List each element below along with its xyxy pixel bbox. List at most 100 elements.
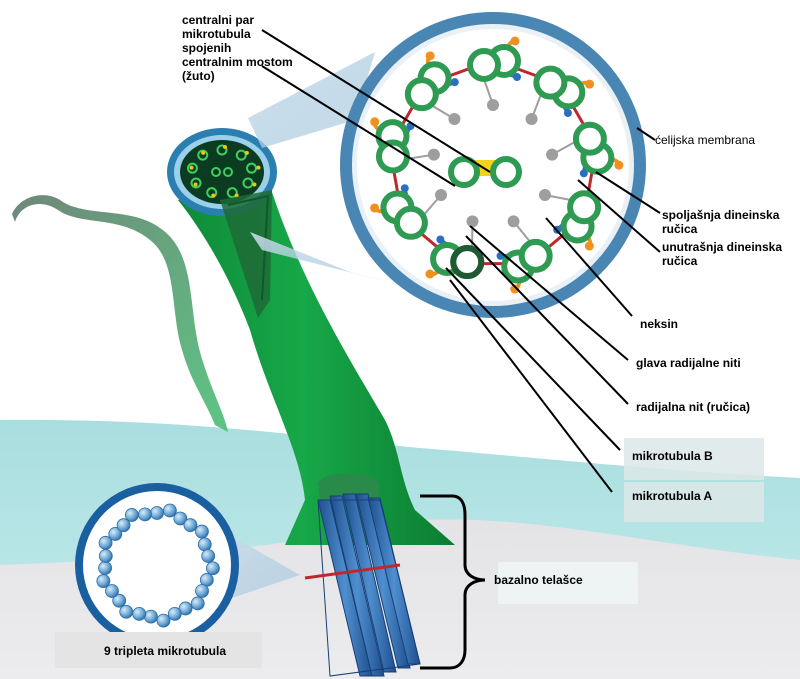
triplet-microtubule bbox=[178, 601, 193, 616]
mini-doublet bbox=[226, 187, 238, 199]
radial-spoke-head bbox=[466, 215, 479, 228]
mini-central-right bbox=[223, 167, 233, 177]
triplet-microtubule bbox=[163, 503, 177, 518]
basal-microtubule bbox=[355, 493, 411, 669]
axoneme-cross-section bbox=[340, 12, 646, 318]
triplet-microtubule bbox=[96, 574, 111, 588]
triplet-microtubule bbox=[138, 507, 152, 522]
basal-body-outline bbox=[317, 499, 421, 677]
label-basal-body: bazalno telašce bbox=[494, 573, 583, 587]
mini-arm bbox=[193, 182, 198, 187]
mini-doublet bbox=[246, 162, 258, 174]
mini-doublet bbox=[216, 144, 228, 156]
label-cell-membrane: ćelijska membrana bbox=[655, 133, 756, 147]
central-microtubule-left bbox=[448, 156, 480, 188]
label-box-basal-body bbox=[498, 562, 638, 604]
triplet-microtubule bbox=[195, 524, 209, 539]
cilium-tail bbox=[12, 195, 228, 432]
mini-arm bbox=[189, 165, 194, 170]
radial-spoke-head bbox=[448, 113, 461, 126]
triplet-cross-section bbox=[75, 483, 239, 647]
triplet-microtubule bbox=[132, 606, 147, 621]
microtubule-a bbox=[404, 77, 439, 112]
label-outer-dynein-arm: spoljašnja dineinska ručica bbox=[662, 208, 780, 236]
label-radial-spoke: radijalna nit (ručica) bbox=[636, 400, 751, 414]
triplet-microtubule bbox=[105, 584, 119, 598]
microtubule-a bbox=[533, 65, 568, 100]
label-microtubule-b: mikrotubula B bbox=[632, 449, 713, 463]
outer-dynein-arm-head bbox=[425, 51, 435, 61]
outer-dynein-arm-head bbox=[370, 203, 380, 213]
mini-doublet bbox=[206, 187, 218, 199]
outer-dynein-arm-head bbox=[614, 160, 624, 170]
mini-arm bbox=[211, 193, 216, 198]
inner-dynein-arm-head bbox=[563, 109, 572, 118]
mini-arm bbox=[244, 150, 249, 155]
label-box-microtubule-b bbox=[624, 438, 764, 480]
zoom-beam-basal bbox=[230, 535, 300, 598]
inner-dynein-arm-head bbox=[400, 184, 409, 193]
mini-arm bbox=[234, 193, 239, 198]
label-box-triplets bbox=[55, 632, 262, 668]
triplet-microtubule bbox=[201, 549, 216, 563]
triplet-microtubule bbox=[98, 561, 112, 575]
inner-dynein-arm-head bbox=[450, 78, 459, 87]
triplet-microtubule bbox=[98, 535, 113, 550]
outer-dynein-arm-head bbox=[510, 36, 520, 46]
mini-doublet bbox=[186, 162, 198, 174]
mini-doublet bbox=[197, 149, 209, 161]
radial-spoke-head bbox=[538, 189, 551, 201]
radial-spoke-head bbox=[525, 113, 538, 126]
label-box-microtubule-a bbox=[624, 482, 764, 522]
outer-dynein-arm-head bbox=[425, 269, 435, 279]
label-inner-dynein-arm: unutrašnja dineinska ručica bbox=[662, 240, 783, 268]
triplet-microtubule bbox=[119, 604, 134, 619]
mini-arm bbox=[201, 150, 206, 155]
radial-spoke-head bbox=[487, 99, 499, 111]
mini-arm bbox=[252, 182, 257, 187]
shaft-cross-section bbox=[167, 128, 277, 318]
inner-dynein-arm-head bbox=[579, 169, 588, 178]
mini-central-left bbox=[211, 167, 221, 177]
leader-lines bbox=[261, 29, 661, 493]
outer-dynein-arm-head bbox=[510, 284, 520, 294]
triplet-microtubule bbox=[112, 593, 127, 608]
triplet-microtubule bbox=[156, 613, 171, 628]
outer-dynein-arm-head bbox=[584, 241, 594, 251]
triplet-microtubule bbox=[108, 527, 123, 541]
mini-doublet bbox=[242, 177, 254, 189]
microtubule-a bbox=[393, 205, 428, 240]
microtubule-a bbox=[467, 48, 501, 82]
microtubule-a bbox=[518, 238, 553, 273]
triplet-microtubule bbox=[173, 511, 188, 526]
triplet-microtubule bbox=[150, 506, 164, 520]
mini-arm bbox=[256, 165, 261, 170]
triplet-microtubule bbox=[190, 596, 205, 611]
label-triplets: 9 tripleta mikrotubula bbox=[104, 644, 227, 658]
label-central-pair: centralni par mikrotubula spojenih centr… bbox=[182, 13, 293, 83]
zoom-beam-upper bbox=[248, 52, 375, 148]
microtubule-a bbox=[567, 190, 602, 225]
triplet-microtubule bbox=[144, 609, 158, 624]
triplet-microtubule bbox=[183, 518, 198, 533]
label-radial-spoke-head: glava radijalne niti bbox=[636, 356, 741, 370]
radial-spoke-head bbox=[546, 148, 559, 161]
label-nexin: neksin bbox=[640, 317, 679, 331]
basal-body-bracket bbox=[420, 494, 486, 670]
mini-arm bbox=[223, 145, 227, 149]
triplet-microtubule bbox=[116, 518, 131, 533]
radial-spoke-head bbox=[435, 189, 448, 201]
triplet-microtubule bbox=[206, 561, 220, 576]
outer-dynein-arm-head bbox=[370, 117, 380, 127]
highlighted-microtubule-a bbox=[450, 245, 485, 280]
triplet-microtubule bbox=[98, 549, 113, 563]
outer-dynein-arm-head bbox=[585, 79, 595, 89]
microtubule-a bbox=[572, 121, 607, 156]
triplet-microtubule bbox=[195, 584, 209, 598]
inner-dynein-arm-head bbox=[436, 235, 445, 244]
inner-dynein-arm-head bbox=[513, 73, 521, 81]
label-microtubule-a: mikrotubula A bbox=[632, 489, 713, 503]
radial-spoke-head bbox=[507, 215, 520, 228]
basal-body bbox=[304, 473, 421, 677]
